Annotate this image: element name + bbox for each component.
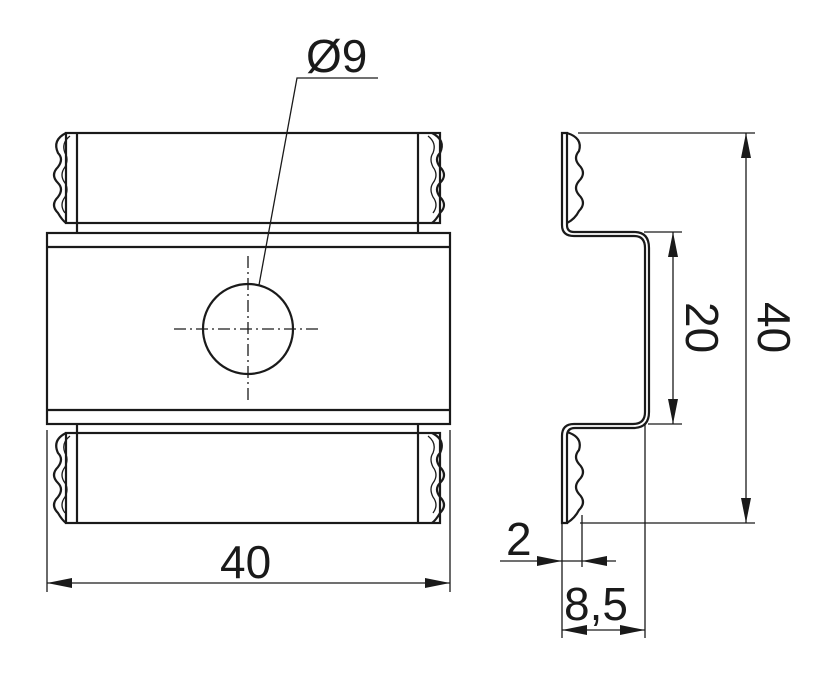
tab-dimension: 2 [500, 513, 616, 567]
front-view: Ø9 40 [45, 30, 452, 592]
main-plate [45, 231, 452, 426]
depth-label: 8,5 [564, 578, 628, 630]
depth-dimension: 8,5 [561, 424, 646, 638]
tab-label: 2 [506, 513, 532, 565]
bottom-strip [52, 424, 446, 525]
height-label: 40 [748, 302, 800, 353]
diameter-label: Ø9 [306, 30, 367, 82]
diameter-leader [258, 77, 378, 286]
side-view: 40 20 2 8,5 [500, 131, 800, 638]
width-label: 40 [220, 536, 271, 588]
step-label: 20 [676, 302, 728, 353]
step-dimension: 20 [644, 231, 728, 425]
width-dimension: 40 [46, 430, 451, 592]
height-dimension: 40 [578, 132, 800, 524]
top-strip [52, 131, 446, 233]
